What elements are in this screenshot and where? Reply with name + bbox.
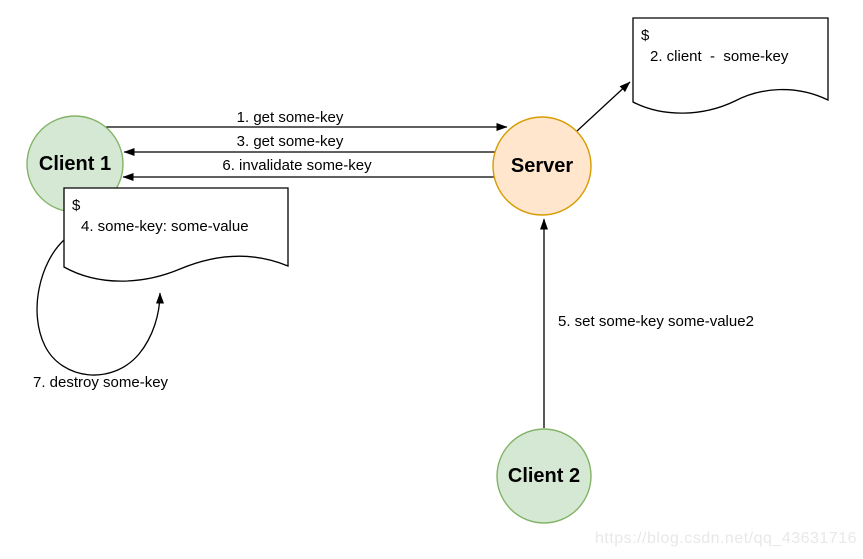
edge-5-label: 5. set some-key some-value2 bbox=[558, 313, 754, 330]
client2-label: Client 2 bbox=[507, 465, 581, 487]
document-4-dollar: $ bbox=[72, 197, 81, 214]
document-4-text: 4. some-key: some-value bbox=[81, 218, 249, 235]
edge-server-to-doc2 bbox=[576, 81, 631, 132]
edge-6-label: 6. invalidate some-key bbox=[222, 157, 372, 174]
document-2-dollar: $ bbox=[641, 27, 650, 44]
document-4-shape bbox=[63, 187, 289, 282]
edge-1-label: 1. get some-key bbox=[236, 109, 344, 126]
server-node bbox=[492, 116, 592, 216]
client1-label: Client 1 bbox=[38, 153, 112, 175]
edge-3-label: 3. get some-key bbox=[236, 133, 344, 150]
document-2-shape bbox=[632, 17, 829, 114]
edge-7-label: 7. destroy some-key bbox=[33, 374, 169, 391]
client2-node bbox=[496, 428, 592, 524]
watermark-url: https://blog.csdn.net/qq_43631716 bbox=[594, 530, 857, 547]
document-2-text: 2. client - some-key bbox=[650, 48, 789, 65]
server-label: Server bbox=[510, 155, 574, 177]
edge-7-destroy-loop bbox=[36, 239, 164, 376]
